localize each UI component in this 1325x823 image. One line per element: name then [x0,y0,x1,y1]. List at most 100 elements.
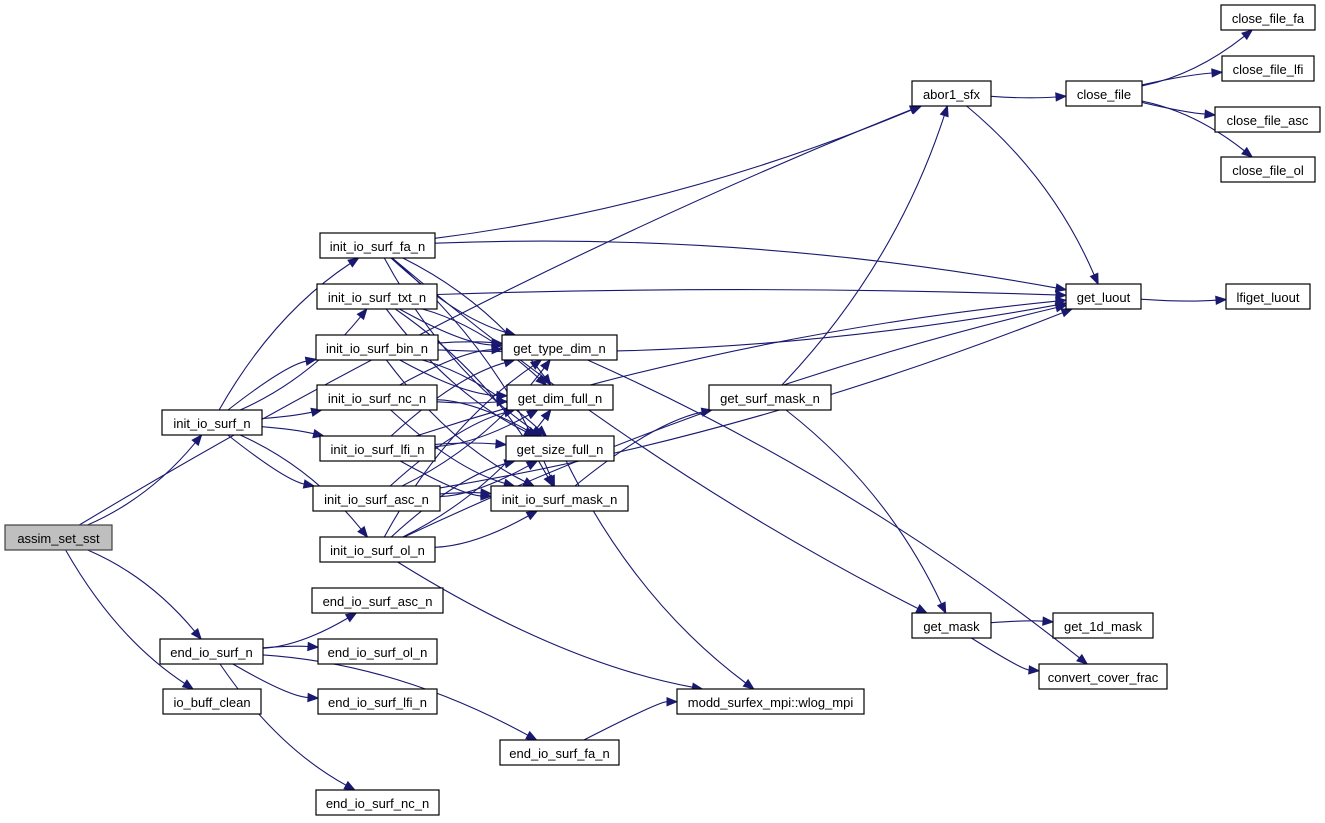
node-init-io-surf-nc-n[interactable]: init_io_surf_nc_n [316,384,438,411]
node-box [911,80,992,107]
edge-init_io_surf_bin_n-to-get_size_full_n [422,359,548,437]
node-box [911,612,992,639]
node-label: close_file_ol [1232,163,1304,178]
edge-line [434,442,497,445]
edge-line [227,434,305,485]
node-label: end_io_surf_n [170,645,252,660]
arrowhead-icon [1060,308,1074,318]
node-label: modd_surfex_mpi::wlog_mpi [688,695,854,710]
arrowhead-icon [525,730,538,741]
arrowhead-icon [666,696,679,707]
arrowhead-icon [181,679,195,690]
node-label: end_io_surf_fa_n [509,746,609,761]
edge-line [439,465,529,498]
node-io-buff-clean[interactable]: io_buff_clean [162,688,262,715]
arrowhead-icon [344,612,358,623]
edge-line [587,359,1080,659]
edge-line [399,349,493,386]
node-init-io-surf-ol-n[interactable]: init_io_surf_ol_n [319,536,436,563]
arrowhead-icon [495,439,508,449]
edge-get_type_dim_n-to-convert_cover_frac [587,359,1089,665]
node-label: end_io_surf_asc_n [323,594,433,609]
node-box [506,384,614,411]
edge-line [415,300,1057,437]
edge-init_io_surf_bin_n-to-init_io_surf_mask_n [385,359,536,487]
arrowhead-icon [1089,272,1099,286]
node-end-io-surf-lfi-n[interactable]: end_io_surf_lfi_n [317,688,438,715]
node-init-io-surf-n[interactable]: init_io_surf_n [161,409,263,436]
edge-init_io_surf_n-to-init_io_surf_bin_n [227,356,318,411]
node-box [499,739,620,766]
edge-init_io_surf_n-to-init_io_surf_fa_n [218,257,360,411]
node-box [316,283,438,310]
node-label: abor1_sfx [923,87,981,102]
node-label: init_io_surf_bin_n [326,341,428,356]
node-end-io-surf-asc-n[interactable]: end_io_surf_asc_n [311,587,444,614]
arrowhead-icon [1215,295,1228,305]
arrowhead-icon [1054,303,1068,313]
edge-line [391,257,919,609]
node-init-io-surf-asc-n[interactable]: init_io_surf_asc_n [312,485,441,512]
node-get-1d-mask[interactable]: get_1d_mask [1052,612,1154,639]
edge-line [439,312,1063,489]
edge-init_io_surf_n-to-init_io_surf_ol_n [239,434,369,539]
node-get-luout[interactable]: get_luout [1065,283,1142,310]
edge-get_surf_mask_n-to-get_mask [785,409,947,615]
node-label: end_io_surf_ol_n [328,645,428,660]
node-init-io-surf-bin-n[interactable]: init_io_surf_bin_n [315,334,439,361]
edge-line [218,263,351,411]
node-label: get_size_full_n [517,442,604,457]
edge-line [87,549,196,632]
node-end-io-surf-fa-n[interactable]: end_io_surf_fa_n [499,739,620,766]
node-assim-set-sst[interactable]: assim_set_sst [4,524,113,551]
edge-abor1_sfx-to-close_file [990,92,1068,102]
node-close-file-lfi[interactable]: close_file_lfi [1221,55,1315,82]
node-get-dim-full-n[interactable]: get_dim_full_n [506,384,614,411]
node-get-type-dim-n[interactable]: get_type_dim_n [501,334,618,361]
node-box [319,536,436,563]
edge-init_io_surf_n-to-init_io_surf_lfi_n [261,426,325,439]
node-init-io-surf-lfi-n[interactable]: init_io_surf_lfi_n [319,435,436,462]
node-label: lfiget_luout [1237,290,1300,305]
edge-line [781,115,945,386]
node-label: init_io_surf_asc_n [324,492,429,507]
node-end-io-surf-nc-n[interactable]: end_io_surf_nc_n [315,789,440,816]
arrowhead-icon [307,641,320,652]
node-init-io-surf-fa-n[interactable]: init_io_surf_fa_n [319,232,436,259]
node-abor1-sfx[interactable]: abor1_sfx [911,80,992,107]
node-get-size-full-n[interactable]: get_size_full_n [505,435,615,462]
edge-line [1141,35,1245,87]
arrowhead-icon [540,408,552,422]
arrowhead-icon [526,409,539,420]
node-box [315,334,439,361]
node-close-file-asc[interactable]: close_file_asc [1214,106,1321,133]
node-close-file[interactable]: close_file [1065,80,1143,107]
node-label: get_mask [923,619,980,634]
edge-assim_set_sst-to-io_buff_clean [65,549,195,690]
arrowhead-icon [936,601,947,615]
node-get-mask[interactable]: get_mask [911,612,992,639]
node-close-file-fa[interactable]: close_file_fa [1220,4,1316,31]
edge-close_file-to-close_file_asc [1141,101,1217,119]
node-close-file-ol[interactable]: close_file_ol [1220,156,1316,183]
node-end-io-surf-n[interactable]: end_io_surf_n [159,638,264,665]
node-get-surf-mask-n[interactable]: get_surf_mask_n [708,384,832,411]
node-modd-surfex-mpi-wlog-mpi[interactable]: modd_surfex_mpi::wlog_mpi [676,688,865,715]
node-init-io-surf-mask-n[interactable]: init_io_surf_mask_n [490,485,629,512]
arrowhead-icon [304,356,318,366]
node-convert-cover-frac[interactable]: convert_cover_frac [1038,663,1168,690]
edge-line [966,105,1095,276]
node-init-io-surf-txt-n[interactable]: init_io_surf_txt_n [316,283,438,310]
edge-line [990,620,1044,624]
arrowhead-icon [480,488,493,498]
node-lfiget-luout[interactable]: lfiget_luout [1225,283,1311,310]
edge-get_surf_mask_n-to-abor1_sfx [781,104,949,386]
edge-get_mask-to-get_1d_mask [990,616,1055,626]
node-box [676,688,865,715]
node-label: get_dim_full_n [518,391,603,406]
node-end-io-surf-ol-n[interactable]: end_io_surf_ol_n [317,638,438,665]
arrowhead-icon [357,525,369,539]
arrowhead-icon [347,257,360,268]
node-label: end_io_surf_lfi_n [328,695,427,710]
edge-end_io_surf_n-to-end_io_surf_lfi_n [232,663,320,703]
